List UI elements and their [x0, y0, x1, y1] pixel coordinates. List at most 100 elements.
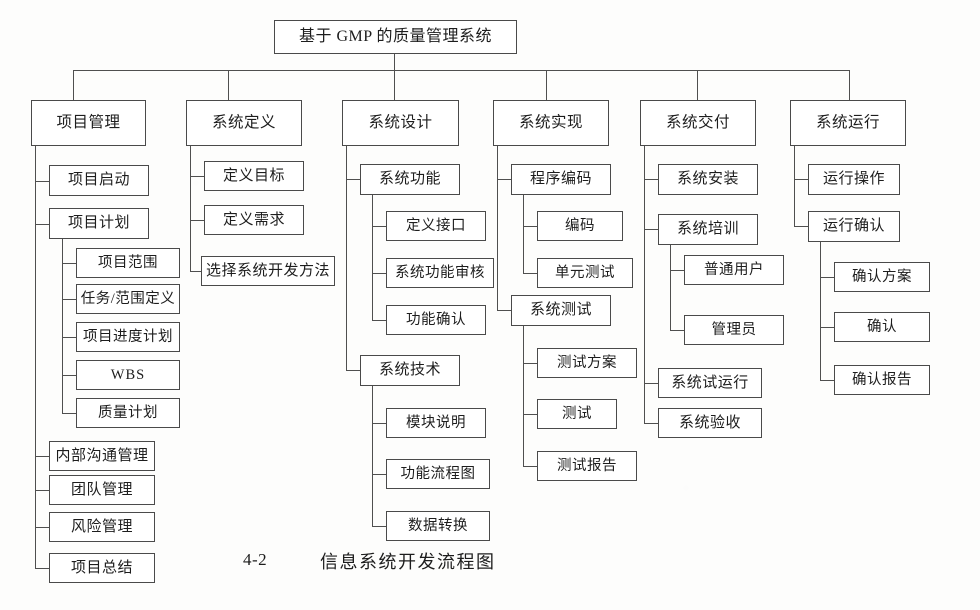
node-test: 测试 [537, 399, 617, 429]
tick-st-2 [372, 474, 386, 476]
tick-pp-3 [62, 337, 76, 339]
tick-col6-c1 [794, 179, 808, 181]
spine-col5 [644, 146, 646, 423]
node-system-trial-run: 系统试运行 [658, 368, 762, 398]
spine-system-technology [372, 386, 374, 526]
spine-project-plan [62, 239, 64, 413]
tick-col1-c2 [35, 224, 49, 226]
tick-sys-2 [523, 414, 537, 416]
connector-drop-col1 [73, 70, 75, 100]
node-system-function: 系统功能 [360, 164, 460, 195]
tick-col2-c3 [190, 271, 204, 273]
node-quality-plan: 质量计划 [76, 398, 180, 428]
node-data-conversion: 数据转换 [386, 511, 490, 541]
node-define-interface: 定义接口 [386, 211, 486, 241]
tick-pp-2 [62, 299, 76, 301]
tick-pp-5 [62, 413, 76, 415]
node-wbs: WBS [76, 360, 180, 390]
connector-drop-col4 [546, 70, 548, 100]
node-test-report: 测试报告 [537, 451, 637, 481]
spine-col3 [346, 146, 348, 370]
tick-st-3 [372, 526, 386, 528]
node-module-description: 模块说明 [386, 408, 486, 438]
tick-col6-c2 [794, 226, 808, 228]
tick-col5-c2 [644, 229, 658, 231]
node-select-development-method: 选择系统开发方法 [201, 256, 335, 286]
tick-oc-1 [820, 277, 834, 279]
connector-drop-col5 [697, 70, 699, 100]
tick-col3-c1 [346, 179, 360, 181]
tick-st-1 [372, 423, 386, 425]
node-confirmation-plan: 确认方案 [834, 262, 930, 292]
node-risk-management: 风险管理 [49, 512, 155, 542]
node-system-delivery: 系统交付 [640, 100, 756, 146]
node-system-operation: 系统运行 [790, 100, 906, 146]
spine-system-function [372, 195, 374, 320]
tick-tr-2 [670, 330, 684, 332]
connector-drop-col3 [394, 70, 396, 100]
node-project-schedule: 项目进度计划 [76, 322, 180, 352]
node-general-user: 普通用户 [684, 255, 784, 285]
node-define-objectives: 定义目标 [204, 161, 304, 191]
connector-top-bus [73, 70, 849, 72]
node-task-scope-definition: 任务/范围定义 [76, 284, 180, 314]
tick-col1-c3 [35, 456, 49, 458]
tick-col5-c1 [644, 179, 658, 181]
node-system-acceptance: 系统验收 [658, 408, 762, 438]
node-confirmation-report: 确认报告 [834, 365, 930, 395]
figure-caption: 信息系统开发流程图 [320, 552, 496, 572]
node-system-training: 系统培训 [658, 214, 758, 245]
node-root: 基于 GMP 的质量管理系统 [274, 20, 517, 54]
node-project-plan: 项目计划 [49, 208, 149, 239]
tick-sf-3 [372, 320, 386, 322]
spine-col6 [794, 146, 796, 226]
node-operation-confirmation: 运行确认 [808, 211, 900, 242]
tick-col2-c2 [190, 220, 204, 222]
spine-operation-confirmation [820, 242, 822, 380]
node-program-coding: 程序编码 [511, 164, 611, 195]
node-team-management: 团队管理 [49, 475, 155, 505]
node-function-confirmation: 功能确认 [386, 305, 486, 335]
tick-pp-4 [62, 375, 76, 377]
tick-sys-1 [523, 363, 537, 365]
tick-col5-c3 [644, 383, 658, 385]
node-system-test: 系统测试 [511, 295, 611, 326]
node-internal-communication-management: 内部沟通管理 [49, 441, 155, 471]
tick-col5-c4 [644, 423, 658, 425]
node-project-scope: 项目范围 [76, 248, 180, 278]
node-project-start: 项目启动 [49, 165, 149, 196]
node-unit-test: 单元测试 [537, 258, 633, 288]
node-function-flowchart: 功能流程图 [386, 459, 490, 489]
node-system-implementation: 系统实现 [493, 100, 609, 146]
tick-oc-2 [820, 327, 834, 329]
spine-system-training [670, 245, 672, 330]
tick-oc-3 [820, 380, 834, 382]
node-system-technology: 系统技术 [360, 355, 460, 386]
tick-sf-2 [372, 273, 386, 275]
node-coding: 编码 [537, 211, 623, 241]
tick-pp-1 [62, 263, 76, 265]
tick-sys-3 [523, 466, 537, 468]
connector-root-stem [394, 54, 396, 70]
tick-pc-2 [523, 273, 537, 275]
connector-drop-col6 [849, 70, 851, 100]
figure-number: 4-2 [243, 550, 268, 569]
tick-col3-c2 [346, 370, 360, 372]
tick-col1-c1 [35, 181, 49, 183]
node-project-management: 项目管理 [31, 100, 146, 146]
node-system-design: 系统设计 [342, 100, 459, 146]
tick-col4-c1 [497, 179, 511, 181]
tick-col1-c4 [35, 490, 49, 492]
node-system-installation: 系统安装 [658, 164, 758, 195]
tick-col1-c5 [35, 527, 49, 529]
node-system-definition: 系统定义 [186, 100, 302, 146]
tick-col1-c6 [35, 568, 49, 570]
spine-col4 [497, 146, 499, 310]
spine-col1 [35, 146, 37, 568]
tick-col4-c2 [497, 310, 511, 312]
node-operation-procedure: 运行操作 [808, 164, 900, 195]
node-system-function-review: 系统功能审核 [386, 258, 494, 288]
node-define-requirements: 定义需求 [204, 205, 304, 235]
tick-tr-1 [670, 270, 684, 272]
